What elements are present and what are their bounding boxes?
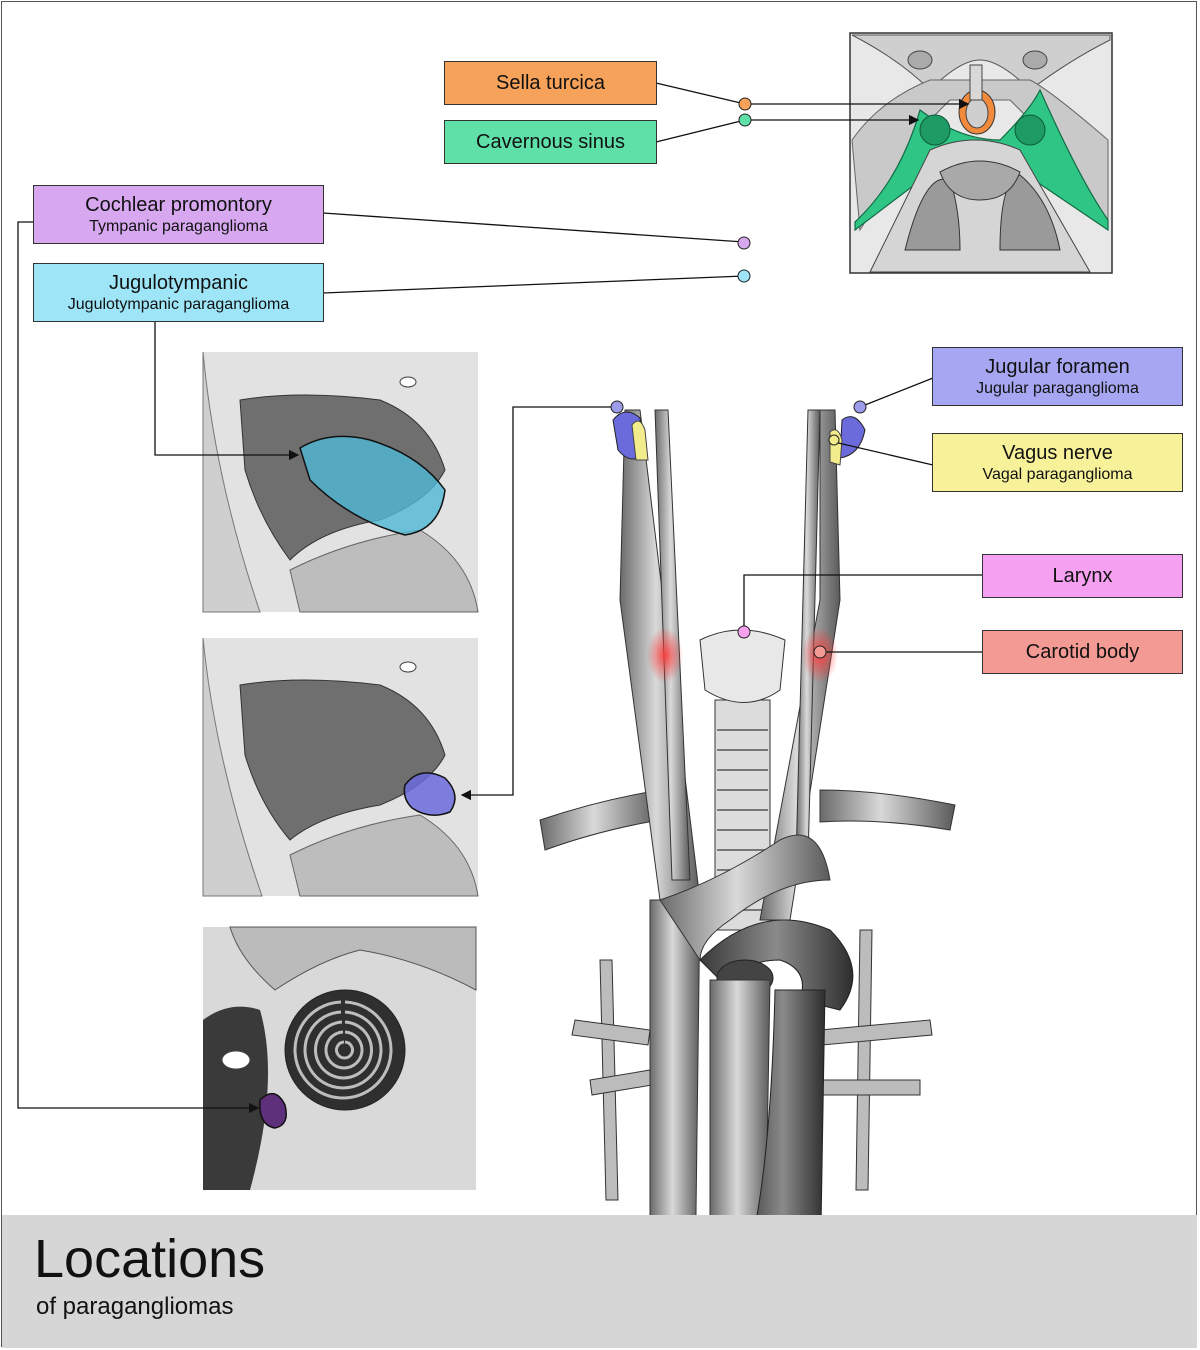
jugular-dot-right (853, 400, 867, 414)
leader-lines (17, 82, 982, 1114)
jugulotympanic-title: Jugulotympanic (109, 271, 248, 294)
carotid-dot (813, 645, 827, 659)
temporal-bone-inset-1 (202, 351, 479, 613)
cavernous-dot (738, 113, 752, 127)
larynx-dot (737, 625, 751, 639)
label-cochlear-promontory: Cochlear promontory Tympanic paraganglio… (33, 185, 324, 244)
label-jugular-foramen: Jugular foramen Jugular paraganglioma (932, 347, 1183, 406)
jugular-title: Jugular foramen (985, 355, 1130, 378)
cochlear-subtitle: Tympanic paraganglioma (89, 217, 268, 235)
label-vagus-nerve: Vagus nerve Vagal paraganglioma (932, 433, 1183, 492)
jugular-subtitle: Jugular paraganglioma (976, 379, 1139, 397)
larynx-title: Larynx (1052, 564, 1113, 587)
temporal-bone-inset-2 (202, 637, 479, 897)
cochlear-title: Cochlear promontory (85, 193, 272, 216)
cochlear-dot (737, 236, 751, 250)
cochlea-inset (203, 926, 477, 1190)
jugulotympanic-subtitle: Jugulotympanic paraganglioma (67, 295, 290, 313)
label-larynx: Larynx (982, 554, 1183, 598)
sella-title: Sella turcica (496, 71, 605, 94)
marker-dots (610, 97, 867, 659)
vagus-title: Vagus nerve (1002, 441, 1113, 464)
label-carotid-body: Carotid body (982, 630, 1183, 674)
vagus-subtitle: Vagal paraganglioma (982, 465, 1133, 483)
figure-title: Locations (34, 1229, 266, 1289)
label-jugulotympanic: Jugulotympanic Jugulotympanic paragangli… (33, 263, 324, 322)
jugulotympanic-dot (737, 269, 751, 283)
neck-vessels-illustration (539, 409, 956, 1291)
sella-dot (738, 97, 752, 111)
figure-subtitle: of paragangliomas (36, 1293, 234, 1320)
vagus-dot (828, 434, 840, 446)
cavernous-title: Cavernous sinus (476, 130, 625, 153)
label-sella-turcica: Sella turcica (444, 61, 657, 105)
label-cavernous-sinus: Cavernous sinus (444, 120, 657, 164)
sella-coronal-inset (849, 32, 1113, 274)
jugular-dot-left (610, 400, 624, 414)
footer-banner: Locations of paragangliomas (2, 1215, 1197, 1348)
carotid-title: Carotid body (1025, 640, 1140, 663)
